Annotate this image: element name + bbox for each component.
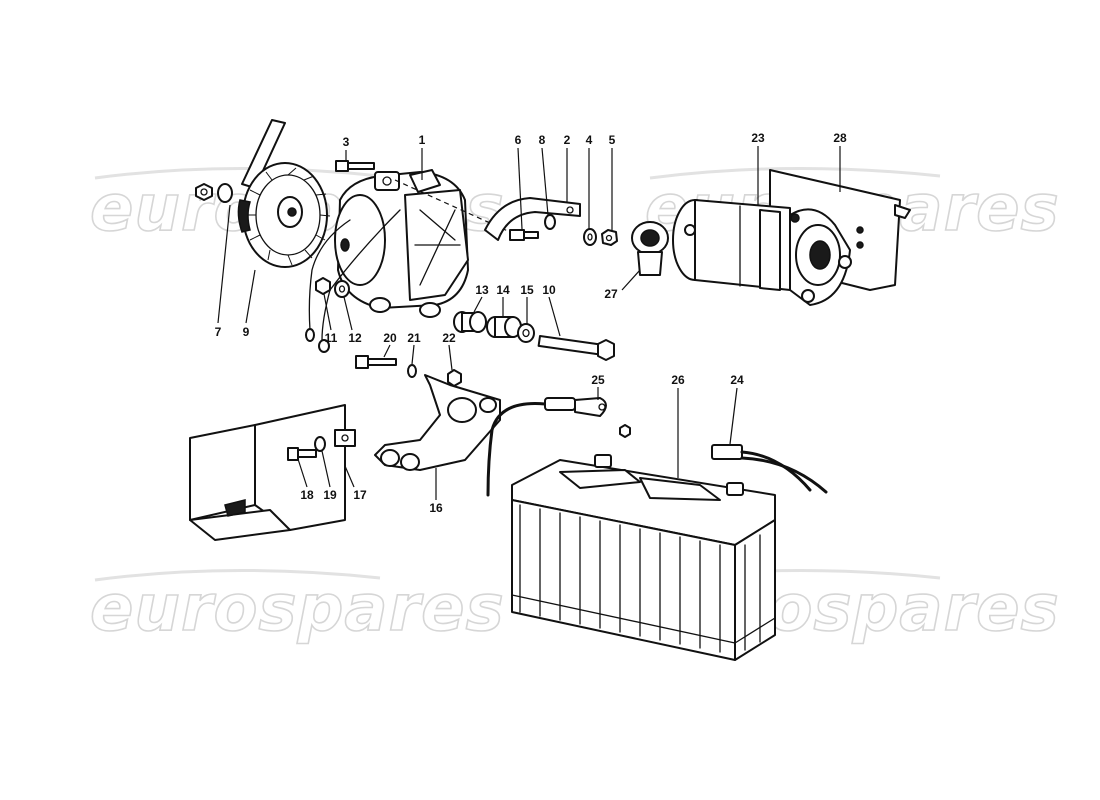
bush-13 xyxy=(453,311,487,333)
bracket-plate-17 xyxy=(189,404,356,541)
mounting-bracket-16 xyxy=(374,374,501,471)
callout-5: 5 xyxy=(609,133,616,147)
callout-9: 9 xyxy=(243,325,250,339)
callout-21: 21 xyxy=(407,331,421,345)
callout-11: 11 xyxy=(325,331,338,345)
alternator-wiring xyxy=(305,209,401,353)
callout-8: 8 xyxy=(539,133,546,147)
battery-26 xyxy=(511,454,776,661)
washer-12 xyxy=(334,280,350,298)
washer-4 xyxy=(583,228,597,246)
battery-cable-25 xyxy=(486,397,607,497)
callout-25: 25 xyxy=(591,373,605,387)
callout-17: 17 xyxy=(353,488,367,502)
washer-15 xyxy=(517,323,535,343)
washer-8 xyxy=(544,214,556,230)
bolt-20 xyxy=(355,355,397,369)
callout-20: 20 xyxy=(383,331,397,345)
nut-small xyxy=(619,424,631,438)
washer-21 xyxy=(407,364,417,378)
callout-26: 26 xyxy=(671,373,685,387)
callout-24: 24 xyxy=(730,373,744,387)
callout-22: 22 xyxy=(442,331,456,345)
callout-4: 4 xyxy=(586,133,593,147)
callout-27: 27 xyxy=(604,287,618,301)
callout-3: 3 xyxy=(343,135,350,149)
watermark-bottom-left: eurospares xyxy=(89,568,505,647)
callout-labels: 1 2 3 4 5 6 7 8 9 10 11 12 13 14 15 16 1… xyxy=(215,131,847,515)
callout-6: 6 xyxy=(515,133,522,147)
nut-5 xyxy=(601,229,618,246)
callout-28: 28 xyxy=(833,131,847,145)
bush-14 xyxy=(486,316,522,338)
callout-19: 19 xyxy=(323,488,337,502)
callout-2: 2 xyxy=(564,133,571,147)
alternator-1 xyxy=(334,169,469,318)
adjusting-link-2 xyxy=(484,197,581,241)
callout-14: 14 xyxy=(496,283,510,297)
nut-7 xyxy=(195,183,233,203)
battery-ribs xyxy=(511,504,776,653)
bolt-3 xyxy=(335,160,375,172)
starter-motor-23 xyxy=(672,199,852,306)
nut-11 xyxy=(315,277,331,295)
callout-1: 1 xyxy=(419,133,426,147)
watermark-text: eurospares xyxy=(90,572,505,646)
callout-7: 7 xyxy=(215,325,222,339)
callout-12: 12 xyxy=(348,331,362,345)
boot-27 xyxy=(631,221,669,276)
battery-cable-24 xyxy=(711,444,828,494)
callout-10: 10 xyxy=(542,283,556,297)
bolt-18 xyxy=(287,447,317,461)
callout-18: 18 xyxy=(300,488,314,502)
washer-19 xyxy=(314,436,326,452)
callout-13: 13 xyxy=(475,283,489,297)
callout-15: 15 xyxy=(520,283,534,297)
nut-22 xyxy=(447,369,462,387)
callout-23: 23 xyxy=(751,131,765,145)
leader-lines xyxy=(217,146,841,500)
bolt-10 xyxy=(537,334,615,361)
bolt-6 xyxy=(509,229,539,241)
callout-16: 16 xyxy=(429,501,443,515)
pulley-fan-9 xyxy=(237,162,331,268)
